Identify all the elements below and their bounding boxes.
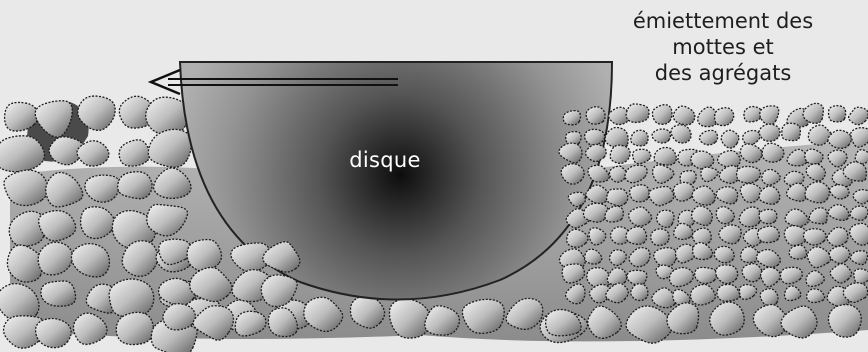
clod	[586, 107, 605, 124]
clod	[116, 312, 153, 344]
clod	[41, 281, 76, 306]
clod	[4, 170, 48, 205]
clod	[737, 166, 761, 182]
clod	[109, 279, 154, 317]
clod	[691, 151, 714, 169]
clod	[118, 172, 152, 199]
clod	[717, 284, 740, 301]
clod	[651, 229, 669, 246]
clod	[657, 210, 674, 227]
clod	[187, 240, 221, 272]
clod	[630, 185, 650, 202]
clod	[828, 305, 861, 338]
caption-line: des agrégats	[592, 60, 854, 86]
clod	[654, 147, 676, 165]
process-caption: émiettement des mottes et des agrégats	[592, 8, 854, 86]
clod	[695, 267, 717, 283]
clod	[803, 229, 826, 245]
clod	[626, 104, 649, 123]
clod	[782, 123, 801, 140]
clod	[760, 289, 778, 306]
caption-line: mottes et	[592, 34, 854, 60]
clod	[744, 107, 762, 122]
clod	[631, 130, 648, 146]
disc-label: disque	[333, 148, 437, 172]
clod	[850, 206, 868, 220]
clod	[789, 245, 806, 259]
clod	[715, 108, 734, 126]
clod	[759, 209, 777, 223]
clod	[829, 106, 846, 122]
caption-line: émiettement des	[592, 8, 854, 34]
clod	[758, 226, 780, 242]
clod	[36, 319, 72, 348]
clod	[854, 269, 868, 284]
